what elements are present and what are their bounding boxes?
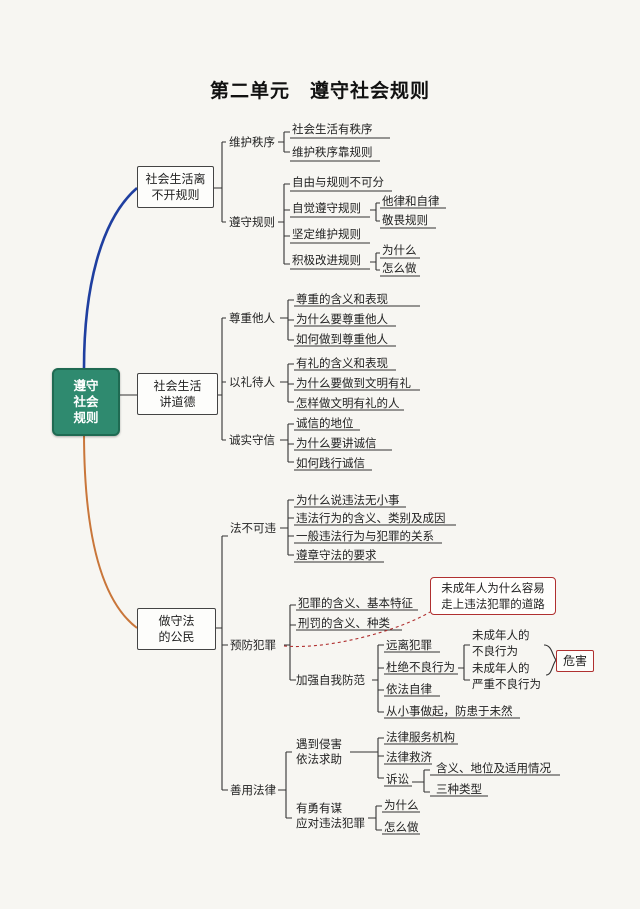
self-discipline-item-1: 他律和自律 [382, 194, 440, 208]
serious-bad-behavior-line2: 严重不良行为 [472, 677, 541, 691]
root-label-line3: 规则 [73, 410, 99, 425]
brave-line1: 有勇有谋 [296, 801, 342, 815]
honesty-item-2: 为什么要讲诚信 [296, 436, 377, 450]
improve-item-2: 怎么做 [382, 261, 417, 275]
self-defense-item-2: 杜绝不良行为 [386, 660, 455, 674]
obey-rules-item-4: 积极改进规则 [292, 253, 361, 267]
branch2-label-line1: 社会生活 [153, 379, 202, 393]
brave-item-1: 为什么 [384, 798, 419, 812]
self-defense-item-3: 依法自律 [386, 682, 432, 696]
prevent-item-2: 刑罚的含义、种类 [298, 616, 390, 630]
branch1-label-line2: 不开规则 [151, 188, 200, 202]
infringed-line1: 遇到侵害 [296, 737, 342, 751]
self-defense-label: 加强自我防范 [296, 673, 365, 687]
maintain-order-item-2: 维护秩序靠规则 [292, 145, 373, 159]
bad-behavior-line1: 未成年人的 [472, 628, 530, 642]
branch1-node: 社会生活离 不开规则 [137, 166, 214, 208]
prevent-item-1: 犯罪的含义、基本特征 [298, 596, 413, 610]
obey-rules-item-2: 自觉遵守规则 [292, 201, 361, 215]
self-defense-item-4: 从小事做起，防患于未然 [386, 704, 513, 718]
brave-line2: 应对违法犯罪 [296, 816, 365, 830]
note-line1: 未成年人为什么容易 [441, 581, 545, 595]
self-defense-item-1: 远离犯罪 [386, 638, 432, 652]
harm-box: 危害 [556, 650, 594, 672]
law-item-4: 遵章守法的要求 [296, 548, 377, 562]
honesty-item-3: 如何践行诚信 [296, 456, 365, 470]
law-label: 法不可违 [230, 521, 276, 535]
courtesy-item-1: 有礼的含义和表现 [296, 356, 388, 370]
branch3-label-line1: 做守法 [158, 614, 195, 628]
law-item-1: 为什么说违法无小事 [296, 493, 400, 507]
note-box: 未成年人为什么容易 走上违法犯罪的道路 [430, 577, 556, 615]
respect-item-2: 为什么要尊重他人 [296, 312, 388, 326]
use-law-label: 善用法律 [230, 783, 276, 797]
serious-bad-behavior-line1: 未成年人的 [472, 661, 530, 675]
root-node: 遵守 社会 规则 [52, 368, 120, 436]
infringed-item-1: 法律服务机构 [386, 730, 455, 744]
page-title: 第二单元 遵守社会规则 [209, 80, 430, 102]
obey-rules-item-1: 自由与规则不可分 [292, 175, 384, 189]
litigation-item-1: 含义、地位及适用情况 [436, 761, 551, 775]
infringed-item-3: 诉讼 [386, 772, 409, 786]
branch3-label-line2: 的公民 [158, 630, 195, 644]
law-item-3: 一般违法行为与犯罪的关系 [296, 529, 434, 543]
branch3-node: 做守法 的公民 [137, 608, 216, 650]
branch1-label-line1: 社会生活离 [145, 172, 206, 186]
respect-item-3: 如何做到尊重他人 [296, 332, 388, 346]
honesty-item-1: 诚信的地位 [296, 416, 354, 430]
maintain-order-label: 维护秩序 [229, 135, 275, 149]
infringed-line2: 依法求助 [296, 752, 342, 766]
courtesy-item-3: 怎样做文明有礼的人 [296, 396, 400, 410]
respect-label: 尊重他人 [229, 311, 275, 325]
self-discipline-item-2: 敬畏规则 [382, 213, 428, 227]
infringed-item-2: 法律救济 [386, 750, 432, 764]
harm-label: 危害 [562, 654, 587, 668]
branch2-node: 社会生活 讲道德 [137, 373, 218, 415]
root-label-line1: 遵守 [73, 378, 99, 393]
obey-rules-label: 遵守规则 [229, 215, 275, 229]
law-item-2: 违法行为的含义、类别及成因 [296, 511, 446, 525]
courtesy-label: 以礼待人 [229, 375, 275, 389]
note-line2: 走上违法犯罪的道路 [441, 597, 545, 611]
maintain-order-item-1: 社会生活有秩序 [292, 122, 373, 136]
improve-item-1: 为什么 [382, 243, 417, 257]
prevent-label: 预防犯罪 [230, 638, 276, 652]
honesty-label: 诚实守信 [229, 433, 275, 447]
litigation-item-2: 三种类型 [436, 782, 482, 796]
root-label-line2: 社会 [73, 394, 99, 409]
branch2-label-line2: 讲道德 [159, 395, 196, 409]
obey-rules-item-3: 坚定维护规则 [292, 227, 361, 241]
courtesy-item-2: 为什么要做到文明有礼 [296, 376, 411, 390]
bad-behavior-line2: 不良行为 [472, 644, 518, 658]
respect-item-1: 尊重的含义和表现 [296, 292, 388, 306]
brave-item-2: 怎么做 [384, 820, 419, 834]
